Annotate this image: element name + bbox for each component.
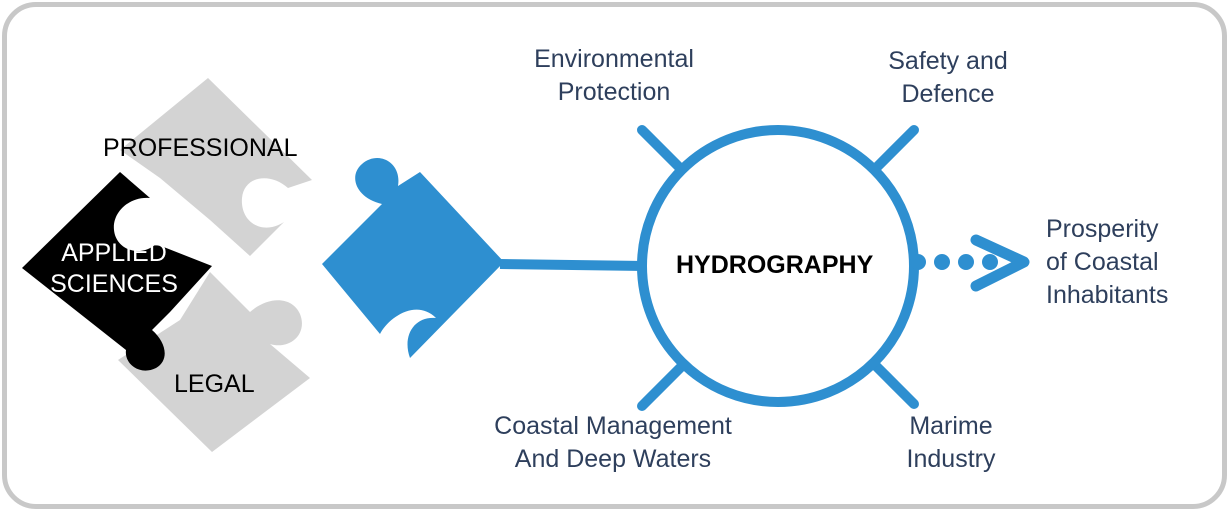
spoke-label-line: And Deep Waters	[514, 445, 712, 473]
arrow-dot	[910, 254, 926, 270]
arrow-dot	[982, 254, 998, 270]
connector-line	[499, 259, 645, 271]
label-sciences: SCIENCES	[50, 270, 178, 298]
label-applied-sciences: APPLIED SCIENCES	[44, 238, 184, 300]
label-applied: APPLIED	[61, 239, 167, 267]
outcome-label-line: Inhabitants	[1046, 281, 1169, 309]
spoke-label-top-left: Environmental Protection	[514, 43, 714, 109]
spoke-label-line: Environmental	[534, 45, 694, 73]
spoke-label-line: Protection	[557, 78, 671, 106]
outcome-label: Prosperity of Coastal Inhabitants	[1046, 213, 1168, 312]
spoke-label-line: Coastal Management	[494, 412, 732, 440]
puzzle-piece-blue	[322, 158, 504, 358]
outcome-label-line: of Coastal	[1046, 248, 1159, 276]
dotted-arrow	[910, 234, 1030, 292]
spoke-label-bottom-right: Marime Industry	[886, 410, 1016, 476]
arrow-dot	[958, 254, 974, 270]
spoke-top-right	[867, 125, 919, 177]
spoke-label-line: Marime	[909, 412, 993, 440]
puzzle-piece-legal	[118, 272, 310, 452]
spoke-label-line: Safety and	[888, 47, 1008, 75]
puzzle-piece-applied-sciences	[22, 172, 212, 371]
puzzle-piece-professional	[120, 78, 312, 256]
spoke-bottom-right	[867, 357, 919, 409]
outcome-label-line: Prosperity	[1046, 215, 1159, 243]
spoke-label-line: Industry	[906, 445, 996, 473]
hub-title: HYDROGRAPHY	[676, 251, 874, 279]
label-professional: PROFESSIONAL	[103, 134, 298, 162]
spoke-label-line: Defence	[901, 80, 995, 108]
spoke-bottom-left	[637, 357, 691, 411]
spoke-label-top-right: Safety and Defence	[868, 45, 1028, 111]
label-legal: LEGAL	[174, 370, 255, 398]
arrow-head-icon	[970, 234, 1030, 292]
spoke-label-bottom-left: Coastal Management And Deep Waters	[472, 410, 754, 476]
arrow-dot	[934, 254, 950, 270]
